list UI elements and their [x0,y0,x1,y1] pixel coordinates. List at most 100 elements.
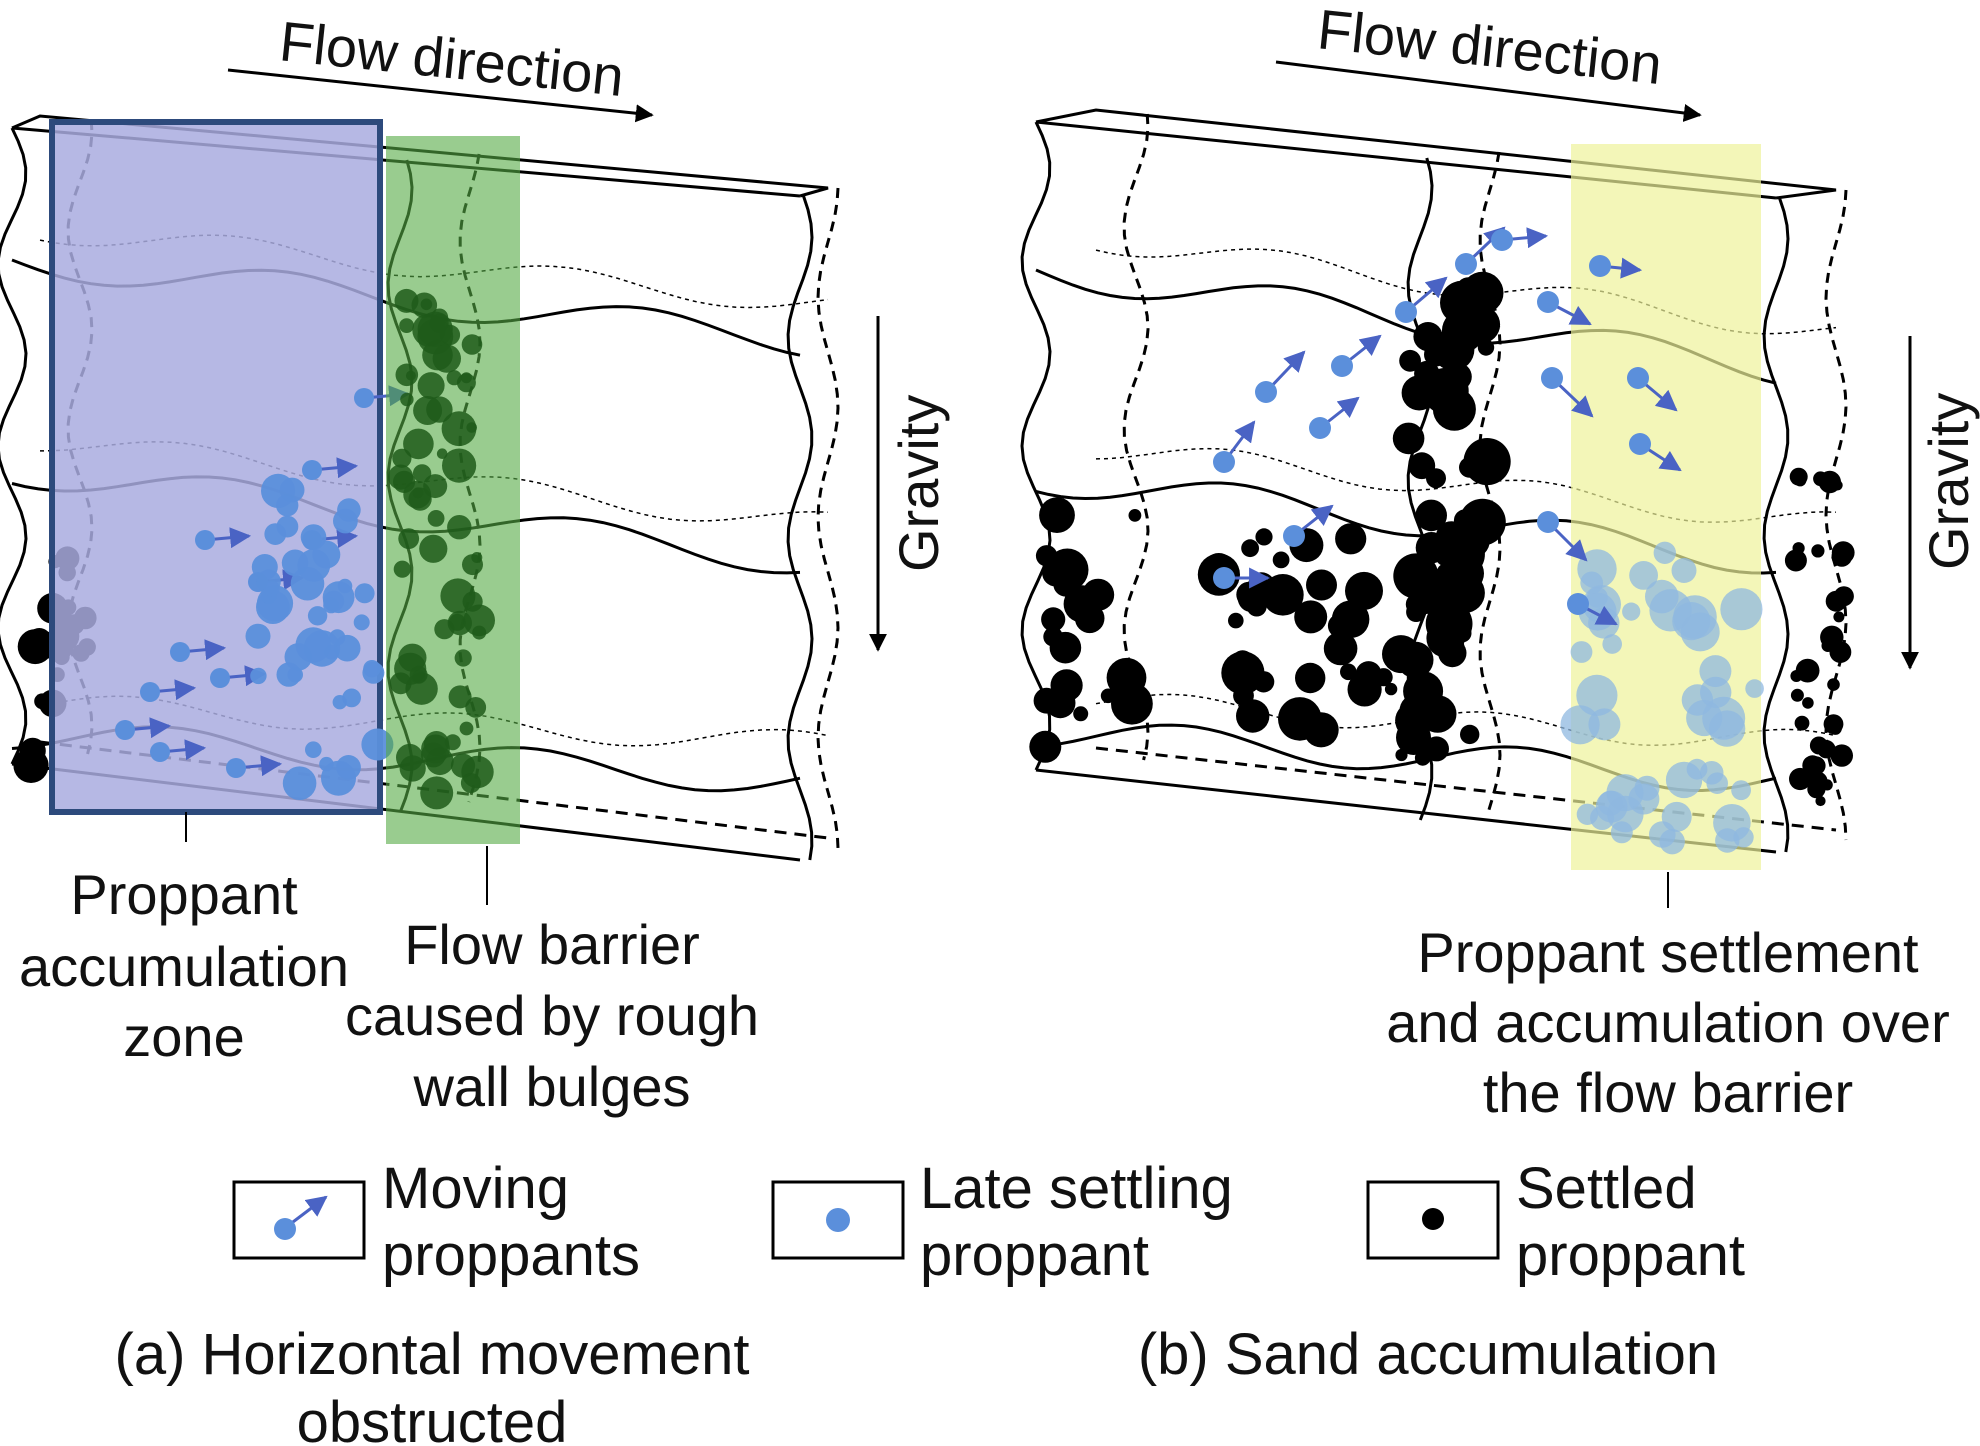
late-settling-proppant [1673,595,1717,639]
late-settling-proppant [1560,705,1600,745]
settlement-label-line-2: and accumulation over [1386,991,1949,1054]
settled-proppant [1029,730,1062,763]
settled-proppant [1049,631,1082,664]
late-settling-proppant [1671,558,1697,583]
late-settling-proppant [1576,803,1599,825]
frame-stratum-back [39,695,829,747]
proppant-accumulation-zone [49,119,383,815]
settled-proppant [1046,624,1060,638]
moving-proppant [1455,253,1477,275]
barrier-proppant [426,396,453,423]
caption-b-line-1: (b) Sand accumulation [1138,1322,1718,1387]
barrier-proppant [399,755,426,782]
settled-proppant [1392,422,1425,455]
moving-proppant [1213,451,1235,473]
moving-proppant [297,549,331,582]
barrier-proppant [420,298,433,311]
settled-proppant [1340,663,1357,681]
zone-label-line-3: zone [123,1005,244,1068]
late-settling-proppant [1665,761,1703,799]
settled-proppant [1323,631,1358,666]
barrier-proppant [419,534,448,563]
moving-proppant [302,460,322,480]
moving-proppant [295,627,331,663]
settlement-zone [1571,144,1761,870]
settled-proppant [1790,688,1804,702]
frame-right-back-wall [1824,189,1848,841]
moving-proppant [1629,433,1651,455]
settled-proppant [1128,509,1142,522]
barrier-proppant [395,363,419,387]
moving-proppant [1589,255,1611,277]
moving-proppant [361,728,394,761]
settled-proppant [1413,322,1443,352]
settled-proppant [1815,795,1826,807]
settled-proppant [1477,339,1495,356]
legend-late-line-2: proppant [920,1223,1149,1288]
late-settling-proppant [1720,588,1763,631]
settled-proppant [1272,551,1290,569]
barrier-proppant [440,578,476,614]
panel-b: Flow direction Gravity Proppant settleme… [1020,0,1980,1124]
late-settling-proppant [1745,679,1764,698]
late-settling-proppant [1706,772,1728,794]
settled-proppant [1807,780,1826,799]
settled-proppant-icon [1422,1208,1444,1230]
settled-proppant [1802,697,1814,709]
barrier-proppant [432,344,461,373]
barrier-proppant [394,652,427,685]
barrier-proppant [417,311,453,347]
legend-moving-line-1: Moving [382,1156,569,1221]
settled-proppant [1794,474,1807,487]
settled-proppant [23,753,42,772]
zone-label-line-2: accumulation [19,935,349,998]
settlement-label-line-1: Proppant settlement [1417,921,1919,984]
moving-proppant [353,614,370,631]
frame-left-wall [1020,121,1052,771]
barrier-label-line-3: wall bulges [412,1055,690,1118]
late-settling-proppant [1653,541,1677,564]
settled-proppant [1306,569,1337,601]
settled-proppant [1039,497,1075,533]
legend-settled-line-2: proppant [1516,1223,1745,1288]
settled-proppant [1236,699,1270,733]
late-settling-proppant [1570,641,1593,663]
settled-proppant [1426,579,1454,607]
settled-proppant [1811,544,1825,558]
late-settling-proppant [1628,783,1660,815]
moving-proppant [354,583,375,604]
settled-proppant [1393,553,1439,599]
moving-proppant [282,766,317,800]
frame-right-wall [786,195,814,861]
moving-proppant [250,667,267,685]
moving-proppant [276,662,301,687]
frame-right-wall [1762,197,1790,853]
settled-proppant [1784,549,1807,572]
settled-proppant [1295,662,1326,694]
moving-proppant [1537,291,1559,313]
barrier-proppant [454,649,472,667]
settled-proppant [1050,669,1083,702]
moving-proppant [1541,367,1563,389]
settled-proppant [1294,600,1328,634]
legend-item-late-settling: Late settling proppant [771,1156,1233,1288]
late-settling-proppants-b [1560,541,1764,855]
late-settling-proppant [1681,684,1714,716]
barrier-proppant [399,318,414,333]
barrier-proppant [393,560,411,578]
settled-proppant [1823,714,1844,734]
settled-proppant [1402,574,1416,588]
barrier-proppant [450,753,476,778]
flow-direction-a: Flow direction [227,9,654,123]
moving-proppant [305,741,322,758]
late-settling-proppant [1715,828,1740,853]
settled-proppant [1255,528,1273,546]
moving-proppants-b [1213,226,1682,626]
settled-proppant [1233,685,1254,706]
settled-proppant [1809,736,1828,755]
settled-proppant [1414,360,1440,387]
barrier-proppant [465,697,487,718]
settled-proppant [1395,748,1408,762]
moving-proppant [251,554,278,580]
